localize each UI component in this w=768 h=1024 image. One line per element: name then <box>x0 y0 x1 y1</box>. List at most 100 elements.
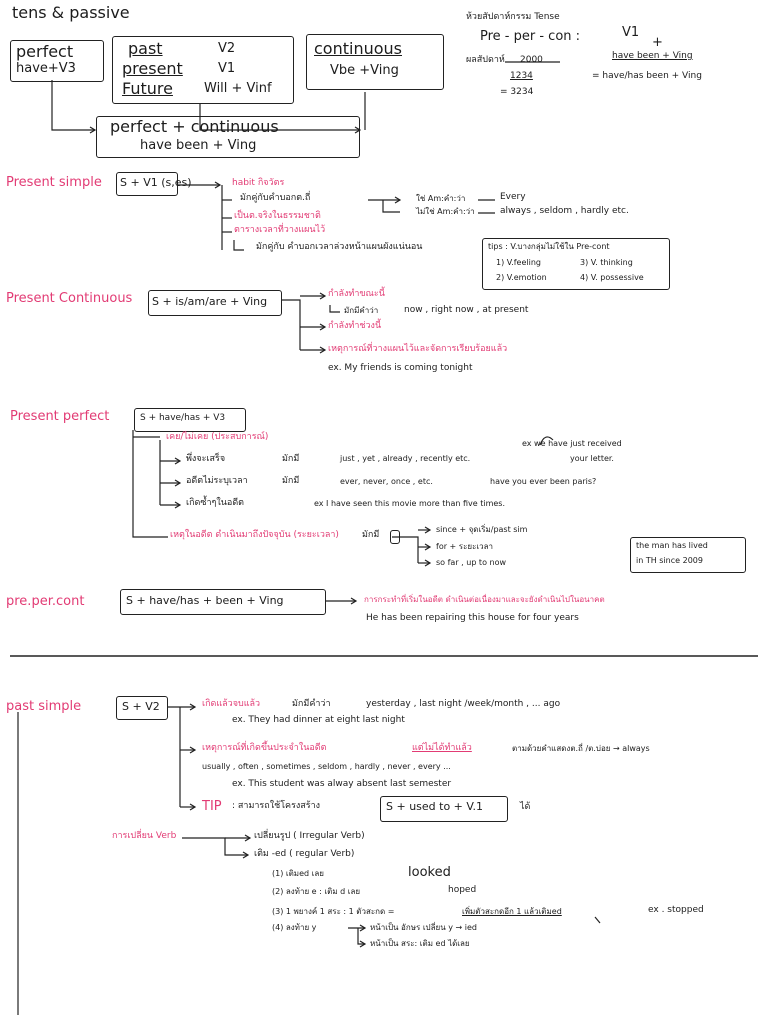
verb-rule-4: (4) ลงท้าย y <box>272 923 317 932</box>
verb-rule-4-vowel: หน้าเป็น สระ: เติม ed ได้เลย <box>370 939 470 948</box>
verb-rule-3-example: ex . stopped <box>648 905 704 915</box>
past-tip-text: : สามารถใช้โครงสร้าง <box>232 801 321 811</box>
pp-repeat: เกิดซ้ำๆในอดีต <box>186 498 245 508</box>
pc-now-list: now , right now , at present <box>404 305 529 315</box>
verb-rule-4-consonant: หน้าเป็น อักษร เปลี่ยน y → ied <box>370 923 477 932</box>
continuous-label: continuous <box>314 39 402 58</box>
past-finished-example: ex. They had dinner at eight last night <box>232 715 405 725</box>
present-simple-label: Present simple <box>6 175 102 190</box>
past-label: past <box>128 39 163 58</box>
ps-timetable: ตารางเวลาที่วางแผนไว้ <box>234 225 326 235</box>
tense-time-box <box>112 36 294 104</box>
verb-rule-2-example: hoped <box>448 885 477 895</box>
pc-example: ex. My friends is coming tonight <box>328 363 473 373</box>
past-finished: เกิดแล้วจบแล้ว <box>202 699 261 709</box>
present-perfect-label: Present perfect <box>10 409 110 424</box>
ps-no-list: always , seldom , hardly etc. <box>500 206 629 216</box>
pp-example-box <box>630 537 746 573</box>
past-tip-formula-box <box>380 796 508 822</box>
present-perfect-formula-box <box>134 408 246 432</box>
pp-just: พึ่งจะเสร็จ <box>186 454 226 464</box>
verb-rule-1: (1) เติมed เลย <box>272 869 324 878</box>
pc-these-days: กำลังทำช่วงนี้ <box>328 321 382 331</box>
pp-past-example: have you ever been paris? <box>490 477 597 486</box>
past-habit-rest: ตามด้วยคำแสดงต.ถี่ /ต.บ่อย → always <box>512 744 650 753</box>
ppc-example: He has been repairing this house for fou… <box>366 613 579 623</box>
past-finished-list: yesterday , last night /week/month , ...… <box>366 699 561 709</box>
pc-now: กำลังทำขณะนี้ <box>328 289 385 299</box>
future-label: Future <box>122 79 173 98</box>
past-tip-label: TIP <box>202 799 222 814</box>
ppc-description: การกระทำที่เริ่มในอดีต ดำเนินต่อเนื่องมา… <box>364 595 605 604</box>
pp-past-unspecified: อดีตไม่ระบุเวลา <box>186 476 248 486</box>
past-simple-formula-box <box>116 696 168 720</box>
past-tip-end: ได้ <box>520 802 531 812</box>
equals-formula: = have/has been + Ving <box>592 71 702 81</box>
pp-past-has: มักมี <box>282 476 300 486</box>
past-tip-formula: S + used to + V.1 <box>386 800 483 813</box>
pp-just-has: มักมี <box>282 454 300 464</box>
pp-for: for + ระยะเวลา <box>436 542 493 551</box>
perfect-continuous-label: perfect + continuous <box>110 117 279 136</box>
present-simple-formula-box <box>116 172 178 196</box>
pp-example-right: ex we have just received <box>522 439 622 448</box>
tips-box <box>482 238 670 290</box>
past-verb: V2 <box>218 41 236 56</box>
past-simple-label: past simple <box>6 699 82 714</box>
pp-continued: เหตุในอดีต ดำเนินมาถึงปัจจุบัน (ระยะเวลา… <box>170 530 339 540</box>
past-habit: เหตุการณ์ที่เกิดขึ้นประจำในอดีต <box>202 743 327 753</box>
verb-rule-3: (3) 1 พยางค์ 1 สระ : 1 ตัวสะกด = <box>272 907 395 916</box>
tip-2: 2) V.emotion <box>496 273 547 282</box>
pp-so-far: so far , up to now <box>436 558 507 567</box>
pp-bracket-box <box>390 530 400 544</box>
sum-line-2: 1234 <box>510 71 533 81</box>
ps-habit: habit กิจวัตร <box>232 178 285 188</box>
pre-per-cont-formula: S + have/has + been + Ving <box>126 594 284 607</box>
ps-no: ไม่ใช่ Am:คำ:ว่า <box>416 207 475 216</box>
verb-rule-2: (2) ลงท้าย e : เติม d เลย <box>272 887 361 896</box>
continuous-box <box>306 34 444 90</box>
pp-experience: เคย/ไม่เคย (ประสบการณ์) <box>166 432 269 442</box>
pp-past-list: ever, never, once , etc. <box>340 477 433 486</box>
past-habit-example: ex. This student was alway absent last s… <box>232 779 452 789</box>
pc-now-sub: มักมีคำว่า <box>344 306 379 315</box>
tip-4: 4) V. possessive <box>580 273 644 282</box>
sum-label: ผลสัปดาห์ <box>466 55 505 65</box>
verb-rule-3-detail: เพิ่มตัวสะกดอีก 1 แล้วเติมed <box>462 907 562 916</box>
pp-example-box-line-1: the man has lived <box>636 541 708 550</box>
verb-regular: เติม -ed ( regular Verb) <box>254 849 355 859</box>
verb-rule-1-example: looked <box>408 865 451 880</box>
page-title: tens & passive <box>12 3 130 22</box>
past-finished-has: มักมีคำว่า <box>292 699 331 709</box>
pp-since: since + จุดเริ่ม/past sim <box>436 525 528 534</box>
continuous-form: Vbe +Ving <box>330 63 399 78</box>
ps-every: Every <box>500 192 526 202</box>
pp-example-box-line-2: in TH since 2009 <box>636 556 703 565</box>
ps-habit-sub: มักคู่กับคำบอกต.ถี่ <box>240 193 311 203</box>
future-verb: Will + Vinf <box>204 81 272 96</box>
verb-irregular: เปลี่ยนรูป ( Irregular Verb) <box>254 831 365 841</box>
tips-title: tips : V.บางกลุ่มไม่ใช้ใน Pre-cont <box>488 242 610 251</box>
ps-yes: ใช่ Am:คำ:ว่า <box>416 194 466 203</box>
verb-change-label: การเปลี่ยน Verb <box>112 831 177 841</box>
perfect-form: have+V3 <box>16 61 76 76</box>
perfect-label: perfect <box>16 42 74 61</box>
ps-timetable-sub: มักคู่กับ คำบอกเวลาล่วงหน้าแผนผังแน่นอน <box>256 242 423 252</box>
sum-line-1: 2000 <box>520 55 543 65</box>
pp-example-right-2: your letter. <box>570 454 614 463</box>
past-simple-formula: S + V2 <box>122 700 160 713</box>
pre-per-con: Pre - per - con : <box>480 29 581 44</box>
pre-per-cont-formula-box <box>120 589 326 615</box>
have-been-ving: have been + Ving <box>612 51 693 61</box>
plus-sign: + <box>652 35 663 50</box>
present-continuous-label: Present Continuous <box>6 291 133 306</box>
pp-just-list: just , yet , already , recently etc. <box>340 454 471 463</box>
pp-continued-has: มักมี <box>362 530 380 540</box>
ps-fact: เป็นต.จริงในธรรมชาติ <box>234 211 321 221</box>
pre-per-cont-label: pre.per.cont <box>6 594 85 609</box>
past-habit-list: usually , often , sometimes , seldom , h… <box>202 762 451 771</box>
perfect-continuous-box <box>96 116 360 158</box>
present-verb: V1 <box>218 61 236 76</box>
present-simple-formula: S + V1 (s,es) <box>120 176 192 189</box>
